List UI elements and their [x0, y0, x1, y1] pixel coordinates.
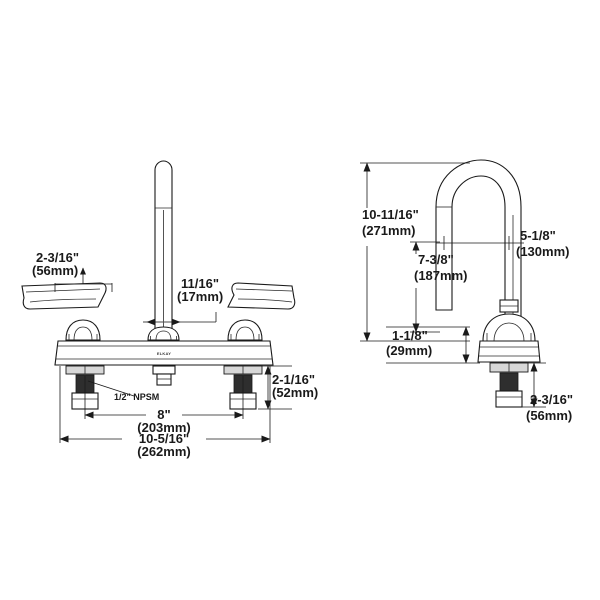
dim-spout-diameter: [143, 312, 217, 326]
dim-base-height-metric: (29mm): [386, 343, 432, 358]
dim-spout-height-imperial: 7-3/8": [418, 252, 454, 267]
side-shank: [489, 362, 529, 408]
side-spout-stub: [499, 299, 519, 313]
callout-thread-spec-leader: [87, 380, 135, 397]
dim-shank-length-side-metric: (56mm): [526, 408, 572, 423]
dim-shank-length-front-imperial: 2-1/16": [272, 372, 315, 387]
dim-center-to-center-metric: (203mm): [137, 420, 190, 435]
dim-shank-length-side-imperial: 2-3/16": [530, 392, 573, 407]
dim-overall-width: [59, 366, 271, 443]
dim-base-height: [386, 326, 480, 364]
dim-spout-reach-imperial: 5-1/8": [520, 228, 556, 243]
center-shank: [152, 365, 176, 386]
dim-handle-height-metric: (56mm): [32, 263, 78, 278]
dim-handle-height: [54, 267, 113, 292]
dim-overall-height-metric: (271mm): [362, 223, 415, 238]
brand-logo: ELKAY: [157, 351, 171, 356]
dim-spout-reach: [436, 236, 524, 250]
dim-spout-height-metric: (187mm): [414, 268, 467, 283]
faucet-body: [54, 340, 274, 366]
callout-thread-spec: 1/2" NPSM: [114, 392, 159, 402]
dim-center-to-center-imperial: 8": [157, 407, 170, 422]
dim-spout-diameter-imperial: 11/16": [181, 276, 219, 291]
dim-handle-height-imperial: 2-3/16": [36, 250, 79, 265]
front-view-group: ELKAY: [21, 160, 318, 459]
dim-shank-length-front-metric: (52mm): [272, 385, 318, 400]
dim-center-to-center: [84, 376, 244, 419]
right-handle: [227, 282, 296, 310]
spout-base: [147, 326, 180, 341]
dim-overall-height: [360, 162, 470, 342]
spout-tube: [154, 160, 173, 331]
side-view-group: 10-11/16" (271mm) 7-3/8" (187mm) 1-1/8" …: [360, 159, 573, 423]
dim-overall-width-imperial: 10-5/16": [139, 431, 189, 446]
dim-spout-reach-metric: (130mm): [516, 244, 569, 259]
dim-base-height-imperial: 1-1/8": [392, 328, 428, 343]
dim-shank-length-front: [258, 365, 292, 410]
dim-spout-height: [410, 241, 440, 333]
left-handle: [21, 282, 107, 310]
dim-overall-height-imperial: 10-11/16": [362, 207, 419, 222]
side-faucet-body: [477, 313, 541, 363]
dim-overall-width-metric: (262mm): [137, 444, 190, 459]
right-handle-base: [227, 319, 263, 341]
dim-shank-length-side: [522, 362, 546, 408]
dim-spout-diameter-metric: (17mm): [177, 289, 223, 304]
left-handle-base: [65, 319, 101, 341]
